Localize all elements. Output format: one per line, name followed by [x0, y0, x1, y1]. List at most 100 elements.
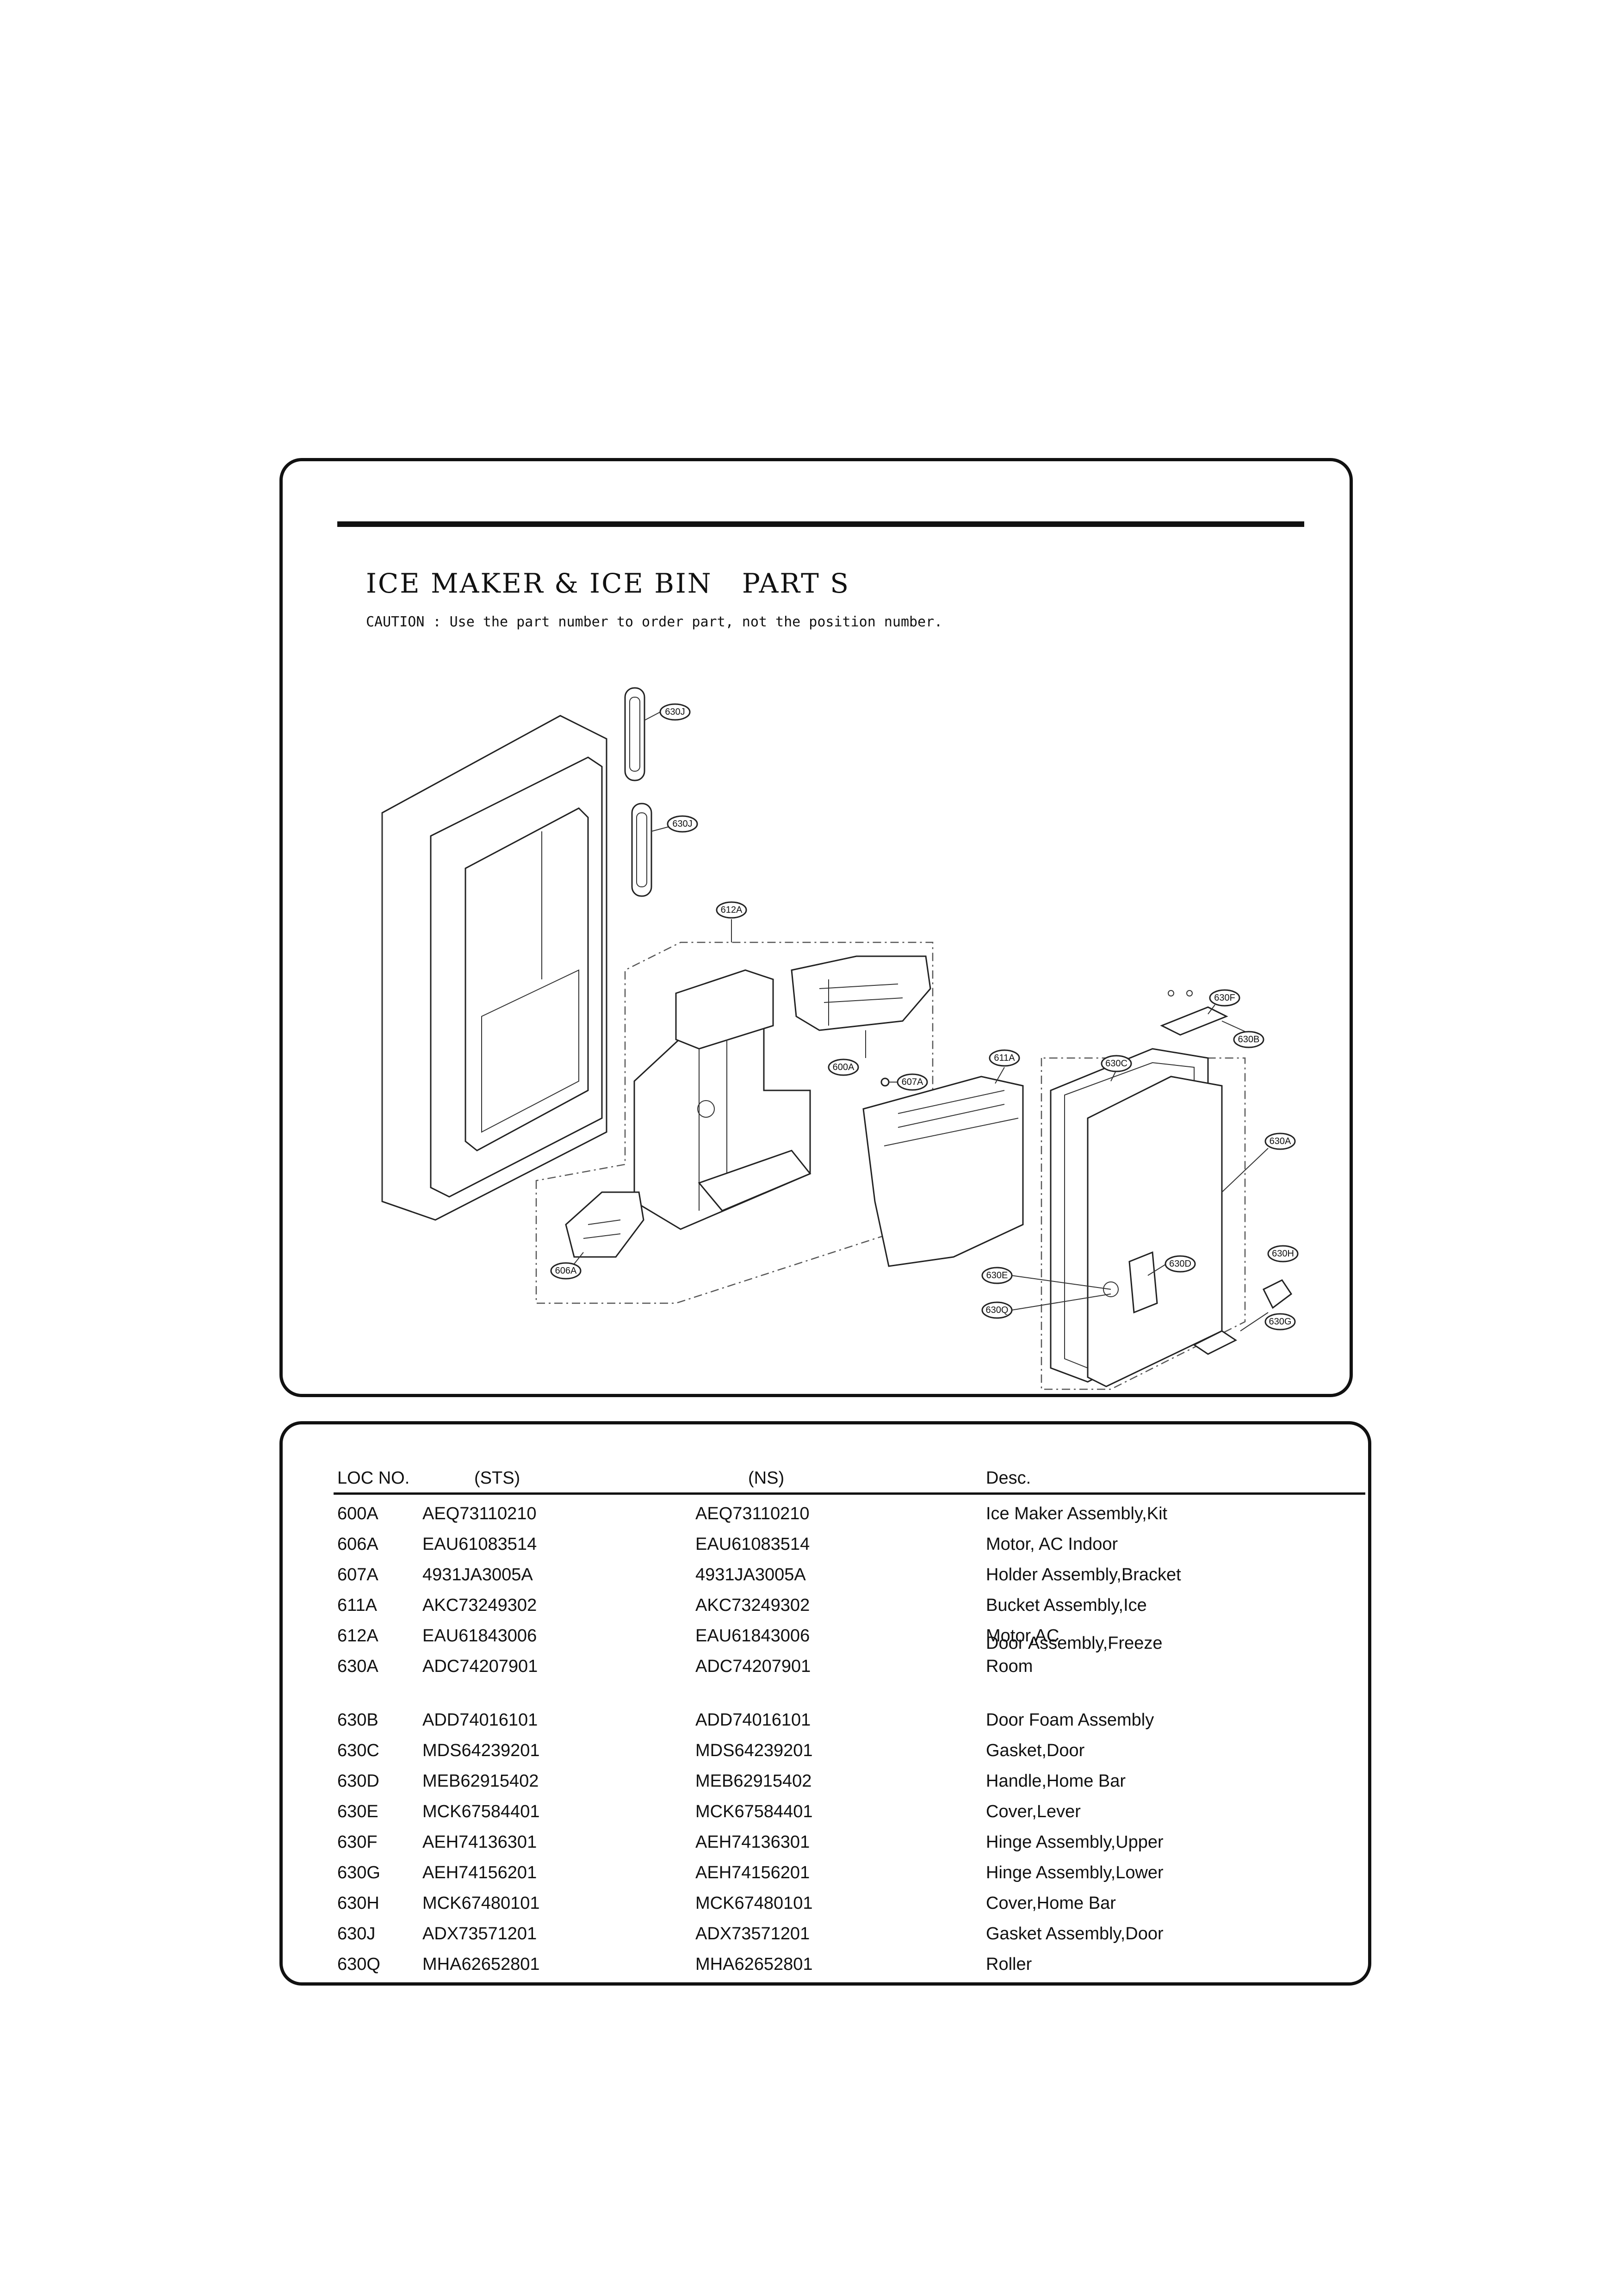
ns-part-cell: MCK67480101	[695, 1894, 813, 1913]
sts-part-cell: EAU61843006	[422, 1626, 537, 1646]
callout-630g: 630G	[1264, 1313, 1296, 1331]
desc-cell: Hinge Assembly,Lower	[986, 1863, 1164, 1882]
ns-part-cell: ADX73571201	[695, 1924, 810, 1943]
loc-no-cell: 630J	[337, 1924, 376, 1943]
callout-630e: 630E	[981, 1267, 1013, 1284]
door-630a-outline	[1041, 1057, 1246, 1390]
header-loc-no: LOC NO.	[337, 1468, 410, 1488]
sts-part-cell: EAU61083514	[422, 1535, 537, 1554]
callout-630c: 630C	[1101, 1055, 1132, 1072]
svg-text:630B: 630B	[1238, 1034, 1260, 1045]
callout-leaders	[574, 711, 1269, 1331]
ns-part-cell: ADD74016101	[695, 1710, 811, 1730]
callout-630b: 630B	[1233, 1031, 1264, 1048]
ns-part-cell: MHA62652801	[695, 1955, 813, 1974]
motor-606a-drawing	[565, 1191, 644, 1258]
table-row: 612A EAU61843006 EAU61843006 Motor,AC	[283, 1624, 1368, 1655]
loc-no-cell: 630D	[337, 1771, 379, 1791]
callout-630j-bottom: 630J	[667, 815, 698, 833]
desc-cell: Motor,AC	[986, 1626, 1059, 1646]
assembly-612a-outline	[535, 941, 934, 1304]
holder-607a-drawing	[880, 1077, 890, 1087]
callout-606a: 606A	[550, 1262, 582, 1280]
sts-part-cell: ADX73571201	[422, 1924, 537, 1943]
ns-part-cell: MDS64239201	[695, 1741, 813, 1760]
svg-text:630G: 630G	[1269, 1317, 1292, 1327]
svg-text:611A: 611A	[994, 1053, 1015, 1063]
loc-no-cell: 607A	[337, 1565, 378, 1584]
sts-part-cell: MDS64239201	[422, 1741, 540, 1760]
svg-text:630A: 630A	[1270, 1136, 1291, 1146]
svg-text:630J: 630J	[665, 707, 685, 717]
hinge-630f-drawing	[1160, 990, 1228, 1036]
svg-text:630D: 630D	[1169, 1259, 1191, 1269]
cover-630h-drawing	[1262, 1279, 1293, 1309]
loc-no-cell: 630A	[337, 1657, 378, 1676]
callout-630f: 630F	[1209, 989, 1240, 1007]
callout-630a: 630A	[1264, 1133, 1296, 1150]
sts-part-cell: MEB62915402	[422, 1771, 539, 1791]
ns-part-cell: EAU61083514	[695, 1535, 810, 1554]
ns-part-cell: AKC73249302	[695, 1596, 810, 1615]
svg-text:630Q: 630Q	[986, 1305, 1009, 1315]
ns-part-cell: AEQ73110210	[695, 1504, 810, 1523]
title-rule	[337, 521, 1304, 527]
ns-part-cell: 4931JA3005A	[695, 1565, 806, 1584]
exploded-parts-diagram: 630J 630J 612A 630F 630B 630C 600A 607A …	[381, 687, 1299, 1390]
loc-no-cell: 630E	[337, 1802, 378, 1821]
callout-630q: 630Q	[981, 1301, 1013, 1319]
callout-630d: 630D	[1165, 1255, 1196, 1273]
loc-no-cell: 630C	[337, 1741, 379, 1760]
sts-part-cell: 4931JA3005A	[422, 1565, 533, 1584]
diagram-panel: ICE MAKER & ICE BIN PART S CAUTION : Use…	[279, 458, 1353, 1397]
ns-part-cell: AEH74156201	[695, 1863, 810, 1882]
header-ns: (NS)	[748, 1468, 785, 1488]
header-divider	[334, 1492, 1365, 1495]
ice-bin-611a-drawing	[862, 1076, 1024, 1267]
sts-part-cell: AKC73249302	[422, 1596, 537, 1615]
callout-630h: 630H	[1267, 1245, 1299, 1262]
callout-630j-top: 630J	[659, 703, 691, 721]
desc-cell: Ice Maker Assembly,Kit	[986, 1504, 1168, 1523]
hinge-630g-drawing	[1193, 1330, 1237, 1355]
table-row: 630H MCK67480101 MCK67480101 Cover,Home Bar	[283, 1892, 1368, 1922]
loc-no-cell: 612A	[337, 1626, 378, 1646]
door-630a-drawing	[1050, 1048, 1223, 1387]
ns-part-cell: AEH74136301	[695, 1832, 810, 1852]
callout-611a: 611A	[989, 1049, 1020, 1067]
desc-cell: Bucket Assembly,Ice	[986, 1596, 1147, 1615]
loc-no-cell: 630G	[337, 1863, 380, 1882]
svg-text:607A: 607A	[902, 1077, 923, 1087]
sts-part-cell: MHA62652801	[422, 1955, 540, 1974]
ns-part-cell: EAU61843006	[695, 1626, 810, 1646]
desc-cell: Door Assembly,Freeze Room	[986, 1634, 1163, 1676]
desc-cell: Cover,Home Bar	[986, 1894, 1116, 1913]
header-desc: Desc.	[986, 1468, 1031, 1488]
svg-text:600A: 600A	[833, 1062, 855, 1072]
loc-no-cell: 630H	[337, 1894, 379, 1913]
svg-text:606A: 606A	[555, 1266, 577, 1276]
header-sts: (STS)	[474, 1468, 520, 1488]
callout-607a: 607A	[897, 1073, 928, 1091]
sts-part-cell: MCK67584401	[422, 1802, 540, 1821]
loc-no-cell: 606A	[337, 1535, 378, 1554]
ns-part-cell: MEB62915402	[695, 1771, 812, 1791]
loc-no-cell: 630B	[337, 1710, 378, 1730]
desc-cell: Gasket,Door	[986, 1741, 1085, 1760]
svg-text:630J: 630J	[672, 819, 692, 829]
door-frame-drawing	[381, 715, 607, 1221]
loc-no-cell: 630Q	[337, 1955, 380, 1974]
callout-612a: 612A	[716, 901, 747, 919]
sts-part-cell: AEQ73110210	[422, 1504, 537, 1523]
sts-part-cell: MCK67480101	[422, 1894, 540, 1913]
